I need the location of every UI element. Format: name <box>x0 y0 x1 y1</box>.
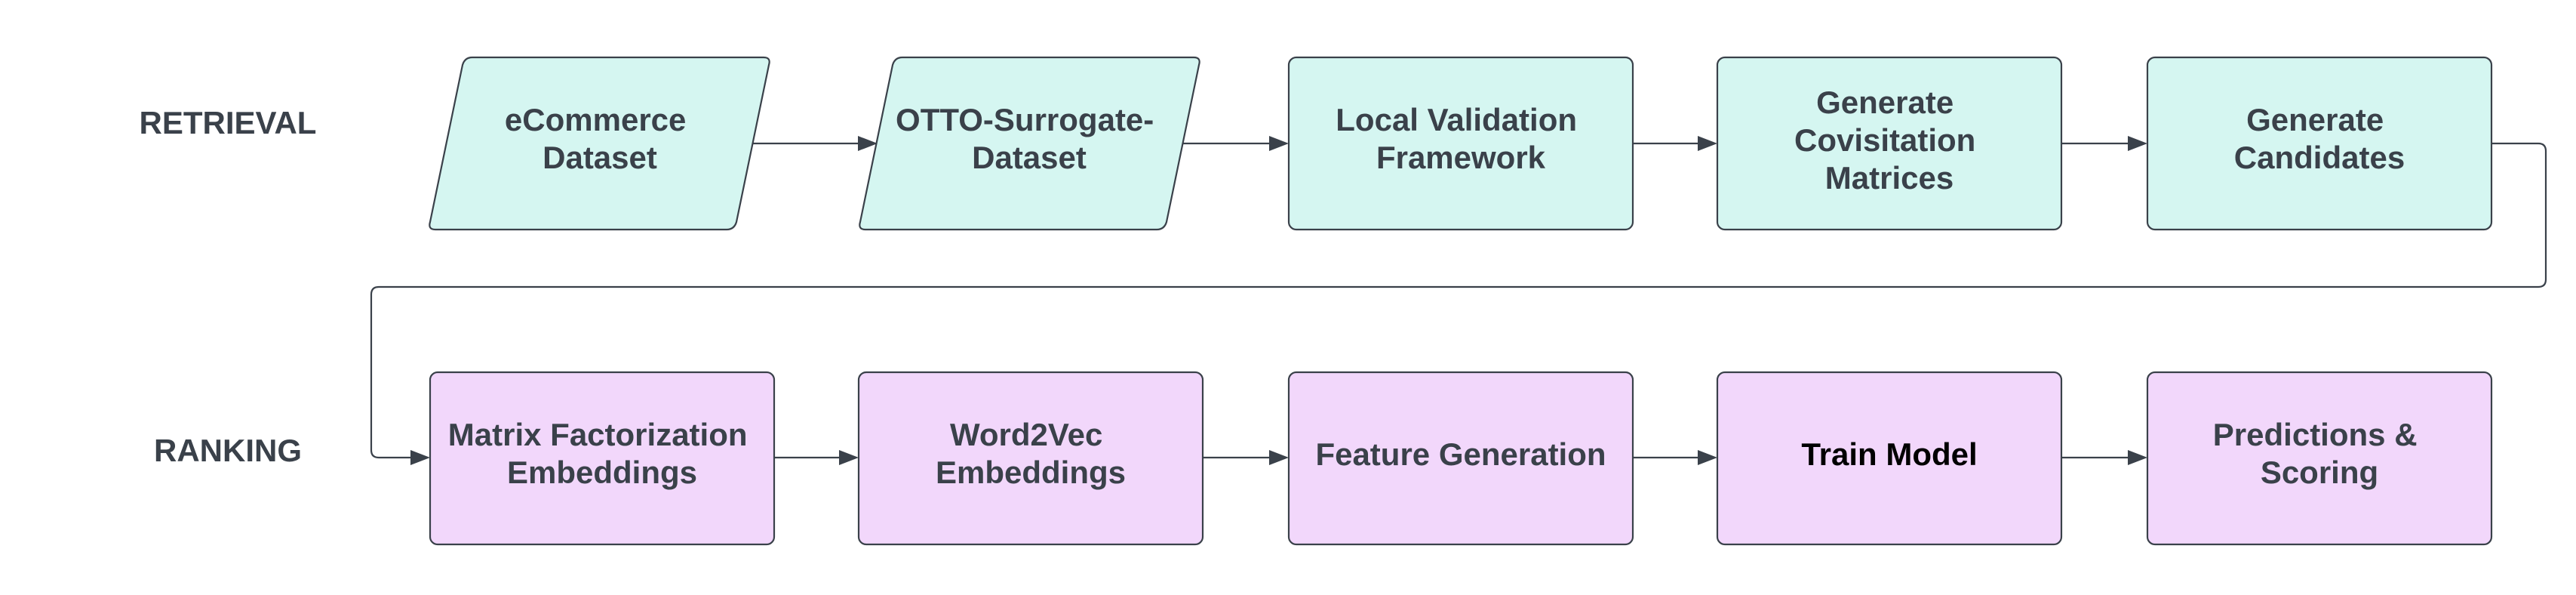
node-label-line: Word2Vec <box>950 417 1102 452</box>
node-label-line: Covisitation <box>1794 122 1975 158</box>
node-label-line: Scoring <box>2261 455 2378 490</box>
node-label-line: Generate <box>2246 102 2384 137</box>
node-label: Feature Generation <box>1315 436 1606 472</box>
node-shape <box>1716 56 2063 231</box>
node-ecommerce-dataset: eCommerce Dataset <box>429 56 770 231</box>
node-label: Local Validation Framework <box>1336 102 1585 175</box>
node-shape <box>1716 371 2063 546</box>
arrow-head-icon <box>839 450 859 465</box>
node-label: Train Model <box>1801 436 1977 472</box>
node-label-line: Generate <box>1816 85 1954 120</box>
node-label-line: Dataset <box>972 140 1087 175</box>
arrow-head-icon <box>1269 450 1289 465</box>
node-word2vec-embeddings: Word2Vec Embeddings <box>857 371 1204 546</box>
node-predictions-scoring: Predictions & Scoring <box>2146 371 2493 546</box>
node-label-line: eCommerce <box>505 102 686 137</box>
node-label-line: Matrices <box>1825 160 1954 196</box>
retrieval-row: eCommerce Dataset OTTO-Surrogate- Datase… <box>429 56 2493 231</box>
node-generate-covisitation-matrices: Generate Covisitation Matrices <box>1716 56 2063 231</box>
arrow-head-icon <box>1698 450 1717 465</box>
connector-wrap-line <box>370 142 2547 459</box>
arrow-head-icon <box>2128 450 2147 465</box>
lane-label-ranking: RANKING <box>154 433 302 468</box>
node-shape <box>859 56 1200 231</box>
ranking-row: Matrix Factorization Embeddings Word2Vec… <box>429 371 2493 546</box>
node-local-validation-framework: Local Validation Framework <box>1287 56 1634 231</box>
node-shape <box>857 371 1204 546</box>
node-shape <box>1287 371 1634 546</box>
node-label: eCommerce Dataset <box>505 102 695 175</box>
connectors <box>370 136 2547 465</box>
arrow-head-icon <box>1698 136 1717 151</box>
node-matrix-factorization-embeddings: Matrix Factorization Embeddings <box>429 371 776 546</box>
node-train-model: Train Model <box>1716 371 2063 546</box>
arrow-head-icon <box>2128 136 2147 151</box>
node-shape <box>2146 371 2493 546</box>
node-label-line: Framework <box>1376 140 1546 175</box>
node-label-line: Dataset <box>543 140 657 175</box>
arrow-head-icon <box>858 136 878 151</box>
node-label-line: Feature Generation <box>1315 436 1606 472</box>
node-feature-generation: Feature Generation <box>1287 371 1634 546</box>
node-label-line: Candidates <box>2234 140 2405 175</box>
node-shape <box>1287 56 1634 231</box>
node-label-line: Train Model <box>1801 436 1977 472</box>
node-label-line: Predictions & <box>2213 417 2418 452</box>
node-label: Word2Vec Embeddings <box>936 417 1126 490</box>
node-label-line: Embeddings <box>936 455 1126 490</box>
node-label-line: OTTO-Surrogate- <box>896 102 1154 137</box>
lane-label-retrieval: RETRIEVAL <box>140 105 317 140</box>
node-shape <box>429 371 776 546</box>
node-label-line: Embeddings <box>507 455 697 490</box>
node-label: Matrix Factorization Embeddings <box>448 417 756 490</box>
node-label: OTTO-Surrogate- Dataset <box>896 102 1163 175</box>
node-label: Generate Covisitation Matrices <box>1794 85 1984 196</box>
node-label-line: Matrix Factorization <box>448 417 748 452</box>
node-label: Predictions & Scoring <box>2213 417 2426 490</box>
node-otto-surrogate-dataset: OTTO-Surrogate- Dataset <box>859 56 1200 231</box>
node-generate-candidates: Generate Candidates <box>2146 56 2493 231</box>
node-shape <box>429 56 770 231</box>
arrow-head-icon <box>1269 136 1289 151</box>
node-label: Generate Candidates <box>2234 102 2405 175</box>
node-shape <box>2146 56 2493 231</box>
node-label-line: Local Validation <box>1336 102 1577 137</box>
arrow-head-icon <box>410 450 430 465</box>
